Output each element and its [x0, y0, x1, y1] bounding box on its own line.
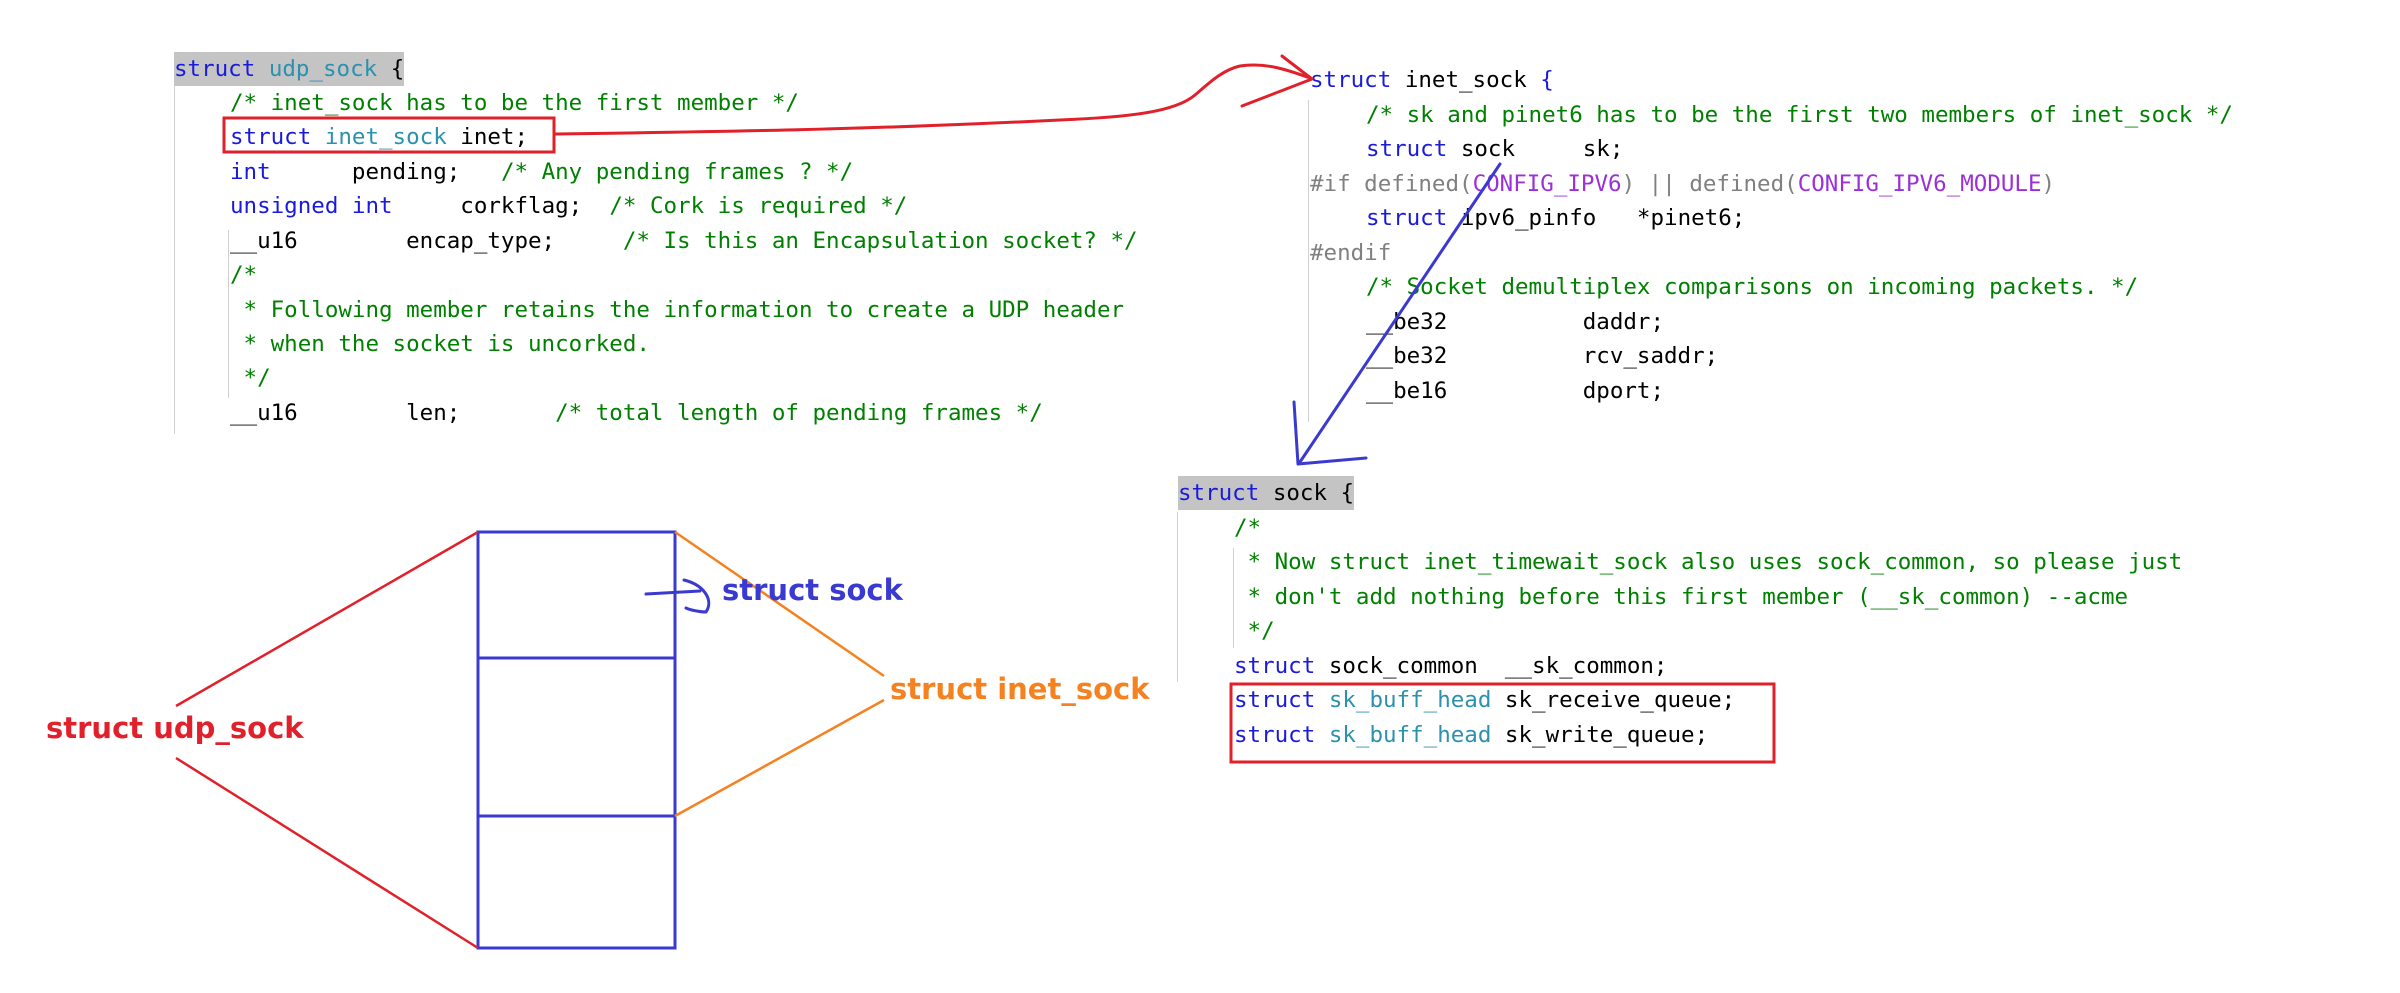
code-comment: /* [1234, 515, 1262, 541]
indent-guide [1233, 548, 1234, 648]
endif-line: #endif [1310, 240, 1392, 266]
rcv-saddr-member-line: __be32 rcv_saddr; [1366, 343, 1719, 369]
udp-sock-decl-line: struct udp_sock { [174, 52, 405, 86]
inet-sock-bracket-line [674, 530, 885, 678]
sk-common-member-line: struct sock_common __sk_common; [1234, 653, 1668, 679]
label-struct-udp-sock: struct udp_sock [46, 711, 304, 745]
code-comment: * when the socket is uncorked. [230, 331, 650, 357]
blue-arrowhead [1292, 400, 1368, 466]
corkflag-member-line: unsigned int corkflag; /* Cork is requir… [230, 193, 908, 219]
indent-guide [174, 52, 175, 434]
udp-sock-bracket-line [175, 756, 479, 950]
code-comment: /* Socket demultiplex comparisons on inc… [1366, 274, 2139, 300]
pending-member-line: int pending; /* Any pending frames ? */ [230, 159, 854, 185]
label-struct-inet-sock: struct inet_sock [890, 672, 1150, 706]
code-comment: /* inet_sock has to be the first member … [230, 90, 799, 116]
code-comment: * Now struct inet_timewait_sock also use… [1234, 549, 2183, 575]
inet-sock-bracket-line [674, 698, 885, 818]
code-comment: * Following member retains the informati… [230, 297, 1125, 323]
indent-guide [228, 230, 229, 398]
code-comment: /* [230, 262, 258, 288]
inet-sock-decl-line: struct inet_sock { [1310, 67, 1554, 93]
udp-sock-bracket-line [175, 530, 479, 708]
queue-members-highlight-box [1229, 682, 1776, 764]
red-arrow-to-inet-sock [552, 63, 1312, 136]
encap-type-member-line: __u16 encap_type; /* Is this an Encapsul… [230, 228, 1138, 254]
sock-decl-line: struct sock { [1178, 476, 1355, 510]
blue-arrow-to-sock [1298, 162, 1502, 464]
code-comment: */ [230, 365, 271, 391]
ifdef-line: #if defined(CONFIG_IPV6) || defined(CONF… [1310, 171, 2056, 197]
code-comment: /* sk and pinet6 has to be the first two… [1366, 102, 2233, 128]
sk-write-queue-line: struct sk_buff_head sk_write_queue; [1234, 722, 1709, 748]
indent-guide [1177, 512, 1178, 682]
pinet6-member-line: struct ipv6_pinfo *pinet6; [1366, 205, 1746, 231]
dport-member-line: __be16 dport; [1366, 378, 1665, 404]
red-arrowhead [1240, 54, 1314, 108]
len-member-line: __u16 len; /* total length of pending fr… [230, 400, 1043, 426]
sk-member-line: struct sock sk; [1366, 136, 1624, 162]
inet-member-highlight-box [222, 116, 556, 154]
layout-box [476, 530, 677, 950]
label-struct-sock: struct sock [722, 573, 903, 607]
code-comment: * don't add nothing before this first me… [1234, 584, 2129, 610]
daddr-member-line: __be32 daddr; [1366, 309, 1665, 335]
inet-member-line: struct inet_sock inet; [230, 124, 529, 150]
code-comment: */ [1234, 618, 1275, 644]
sock-brace [644, 578, 711, 614]
sk-receive-queue-line: struct sk_buff_head sk_receive_queue; [1234, 687, 1736, 713]
indent-guide [1308, 100, 1309, 422]
